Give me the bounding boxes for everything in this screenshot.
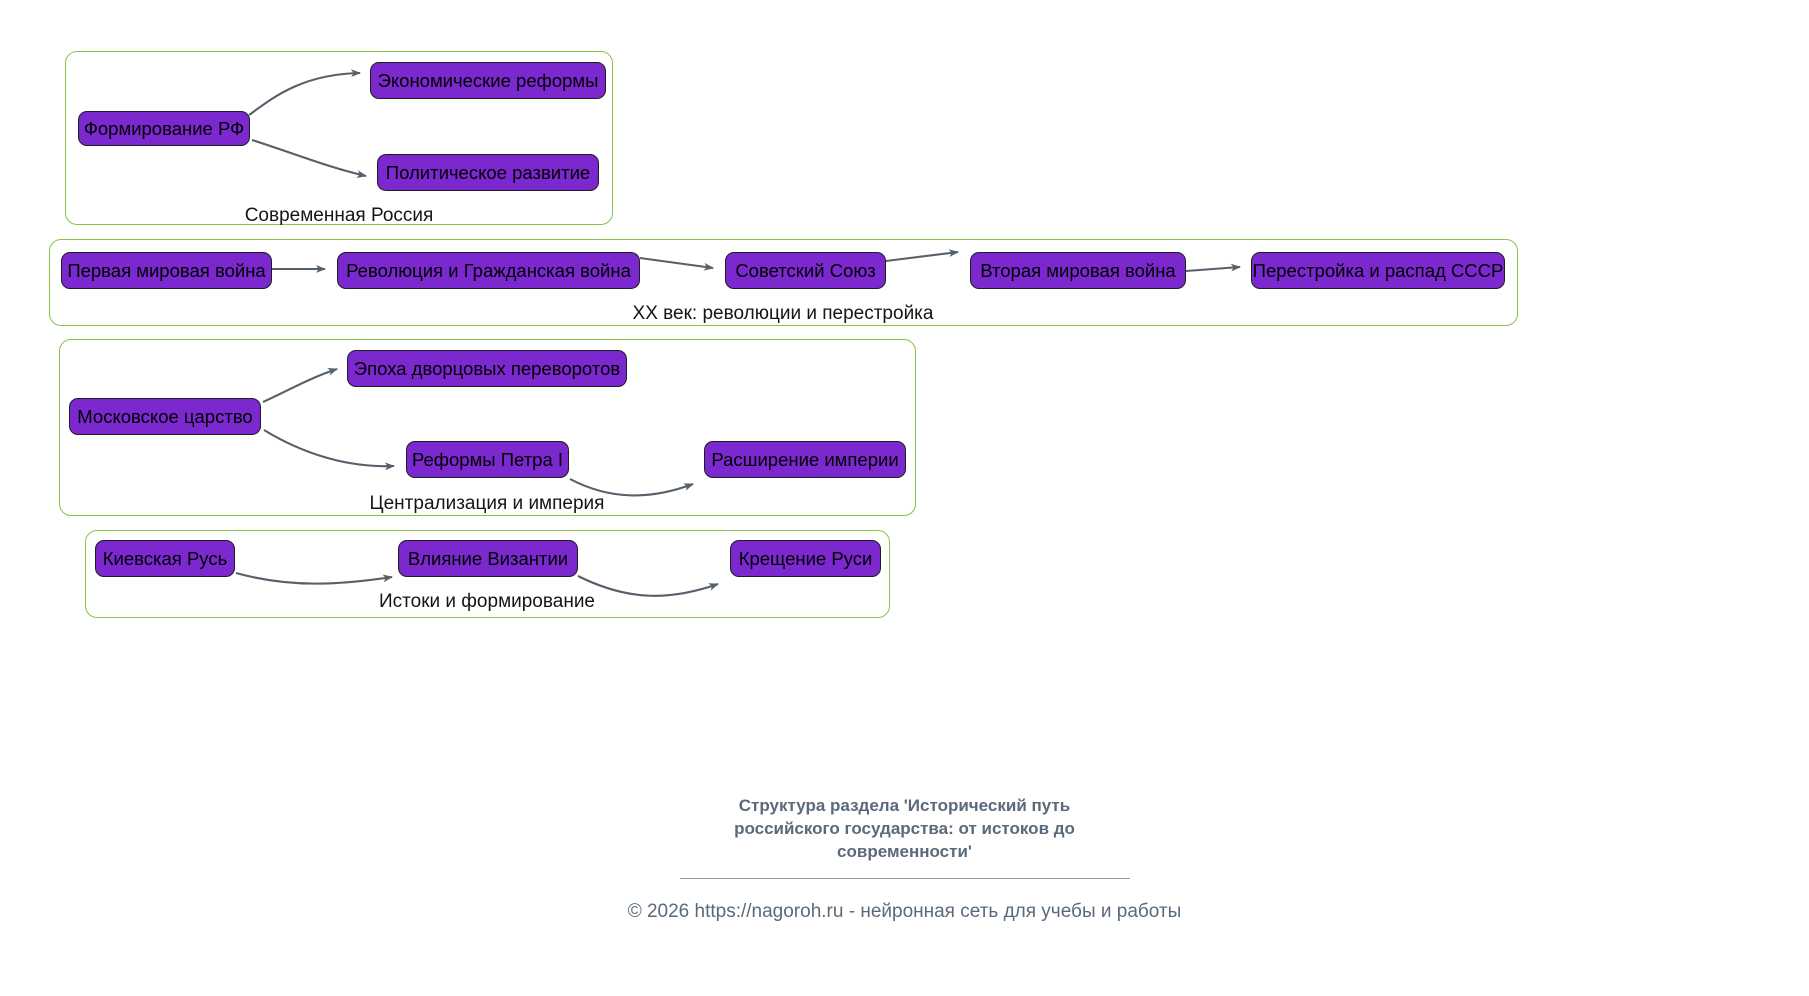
node-label: Революция и Гражданская война xyxy=(346,259,631,281)
node-vtoraya-mirovaya-voyna[interactable]: Вторая мировая война xyxy=(970,252,1186,289)
subgraph-centralization-empire[interactable] xyxy=(59,339,916,516)
node-label: Эпоха дворцовых переворотов xyxy=(353,357,621,379)
node-ekonomicheskie-reformy[interactable]: Экономические реформы xyxy=(370,62,606,99)
node-pervaya-mirovaya-voyna[interactable]: Первая мировая война xyxy=(61,252,272,289)
node-label: Политическое развитие xyxy=(385,161,591,183)
node-label: Влияние Византии xyxy=(407,547,569,569)
subgraph-label-centralization-empire: Централизация и империя xyxy=(369,493,605,514)
node-reformy-petra-i[interactable]: Реформы Петра I xyxy=(406,441,569,478)
node-label: Крещение Руси xyxy=(738,547,873,569)
node-label: Формирование РФ xyxy=(83,117,245,139)
footer-divider xyxy=(679,877,1130,879)
node-formirovanie-rf[interactable]: Формирование РФ xyxy=(78,111,250,146)
node-label: Перестройка и распад СССР xyxy=(1252,259,1504,281)
footer: Структура раздела 'Исторический путь рос… xyxy=(0,795,1809,923)
subgraph-label-modern-russia: Современная Россия xyxy=(244,205,434,226)
node-label: Расширение империи xyxy=(711,448,899,470)
node-label: Экономические реформы xyxy=(377,69,599,91)
node-epoha-dvorcovyh-perevorotov[interactable]: Эпоха дворцовых переворотов xyxy=(347,350,627,387)
node-sovetskiy-soyuz[interactable]: Советский Союз xyxy=(725,252,886,289)
footer-credit: © 2026 https://nagoroh.ru - нейронная се… xyxy=(627,900,1182,922)
node-politicheskoe-razvitie[interactable]: Политическое развитие xyxy=(377,154,599,191)
footer-title: Структура раздела 'Исторический путь рос… xyxy=(734,796,1075,861)
node-perestroyka-i-raspad-sssr[interactable]: Перестройка и распад СССР xyxy=(1251,252,1505,289)
node-label: Советский Союз xyxy=(735,259,876,281)
node-label: Московское царство xyxy=(77,405,253,427)
subgraph-label-origins-formation: Истоки и формирование xyxy=(378,591,596,612)
subgraph-origins-formation[interactable] xyxy=(85,530,890,618)
node-vliyanie-vizantii[interactable]: Влияние Византии xyxy=(398,540,578,577)
node-rasshirenie-imperii[interactable]: Расширение империи xyxy=(704,441,906,478)
node-label: Вторая мировая война xyxy=(980,259,1176,281)
node-revolyuciya-i-grazhdanskaya-voyna[interactable]: Революция и Гражданская война xyxy=(337,252,640,289)
subgraph-xx-century[interactable] xyxy=(49,239,1518,326)
subgraph-modern-russia[interactable] xyxy=(65,51,613,225)
node-kreshchenie-rusi[interactable]: Крещение Руси xyxy=(730,540,881,577)
subgraph-label-xx-century: XX век: революции и перестройка xyxy=(632,303,934,324)
node-label: Первая мировая война xyxy=(67,259,266,281)
node-moskovskoe-carstvo[interactable]: Московское царство xyxy=(69,398,261,435)
node-kievskaya-rus[interactable]: Киевская Русь xyxy=(95,540,235,577)
node-label: Киевская Русь xyxy=(102,547,228,569)
node-label: Реформы Петра I xyxy=(411,448,564,470)
